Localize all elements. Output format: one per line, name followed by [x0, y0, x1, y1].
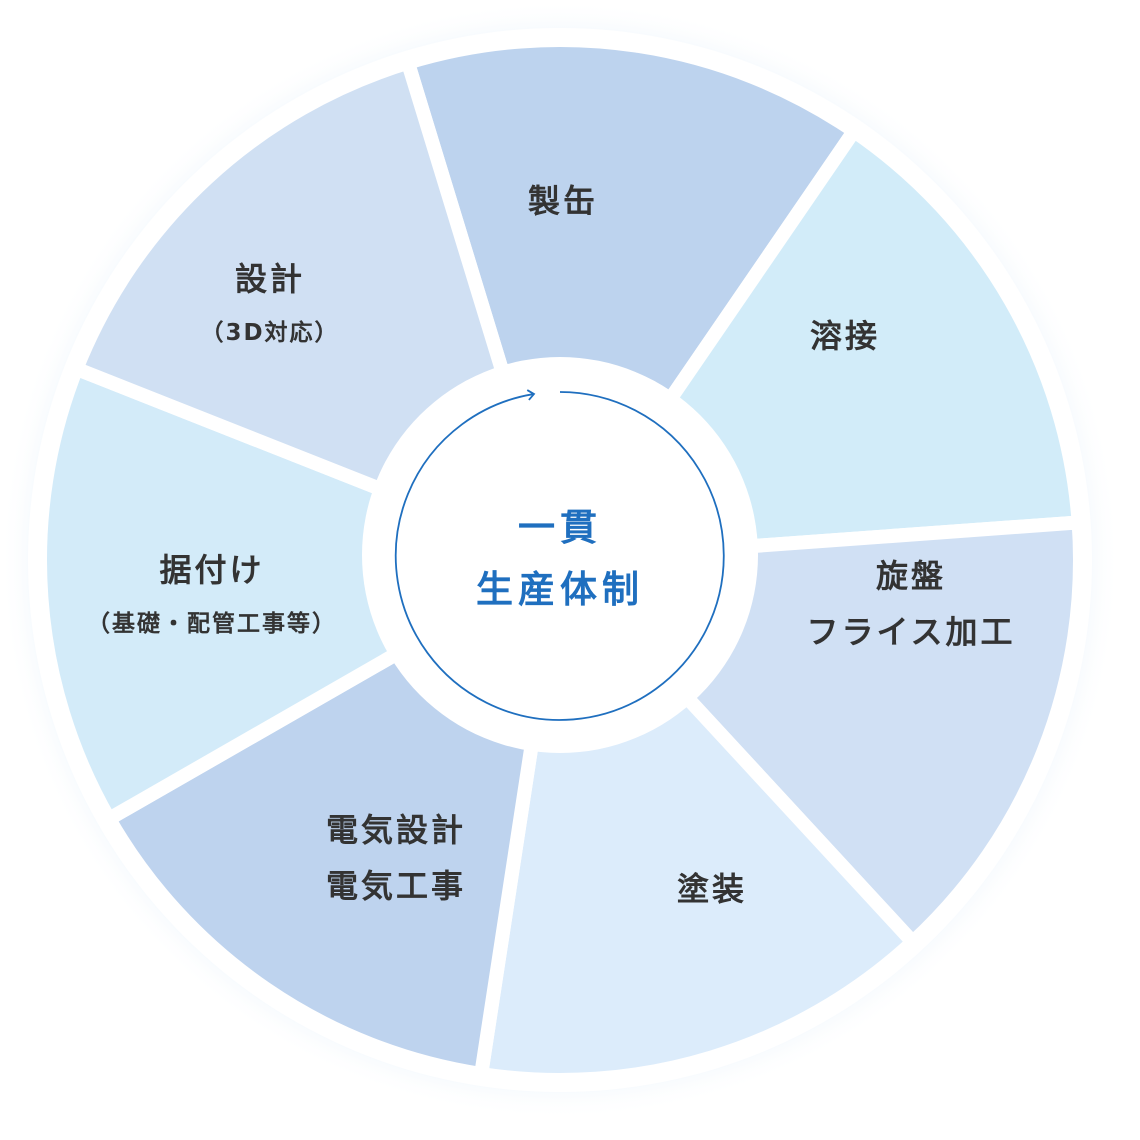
segment-7-sublabel: （3D対応）	[200, 319, 339, 346]
segment-5-label: 電気設計	[326, 811, 466, 849]
center-label-line-2: 生産体制	[476, 568, 644, 611]
segment-7-label: 設計	[235, 260, 305, 298]
cycle-arrow	[394, 389, 725, 721]
segment-3-label: フライス加工	[806, 613, 1015, 651]
segment-6-label: 据付け	[159, 551, 264, 589]
center-hub	[362, 357, 758, 753]
segment-5-label: 電気工事	[326, 867, 466, 905]
segment-1-label: 製缶	[528, 182, 598, 220]
segment-3-label: 旋盤	[876, 557, 946, 595]
segment-6-sublabel: （基礎・配管工事等）	[87, 610, 337, 637]
segment-2-label: 溶接	[810, 317, 880, 355]
segments	[33, 33, 1087, 1087]
segment-4-label: 塗装	[677, 870, 747, 908]
center-label-line-1: 一貫	[518, 506, 602, 549]
